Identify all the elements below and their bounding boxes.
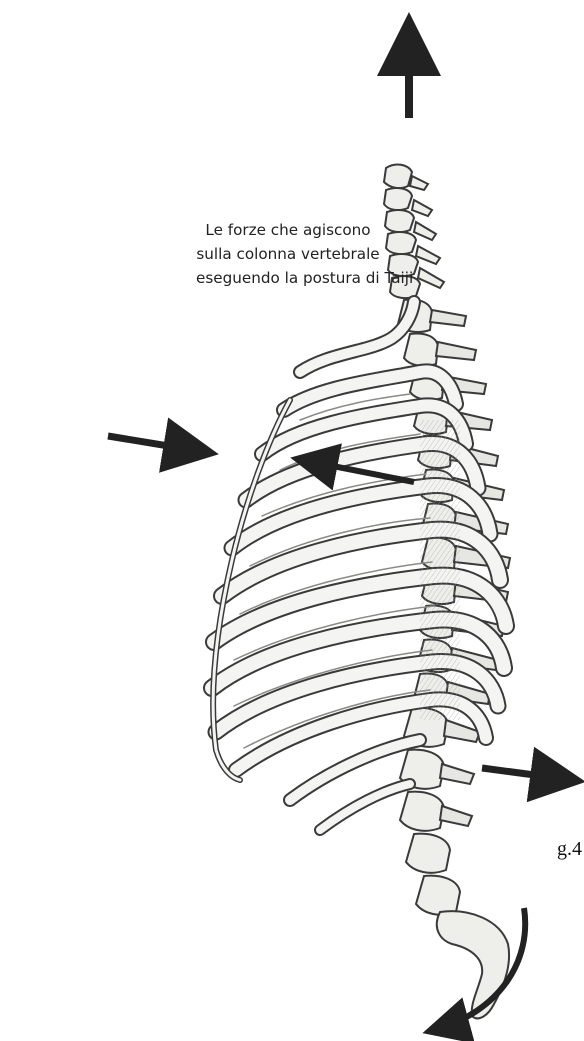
figure-label: g.4: [557, 838, 582, 861]
arrow-right-icon: [482, 768, 572, 780]
caption-line-1: Le forze che agiscono: [196, 218, 380, 242]
caption-line-2: sulla colonna vertebrale: [196, 242, 380, 266]
caption: Le forze che agiscono sulla colonna vert…: [196, 218, 380, 290]
arrow-right-icon: [108, 436, 205, 452]
rib-shading: [420, 420, 460, 720]
caption-line-3: eseguendo la postura di Taiji: [196, 266, 380, 290]
